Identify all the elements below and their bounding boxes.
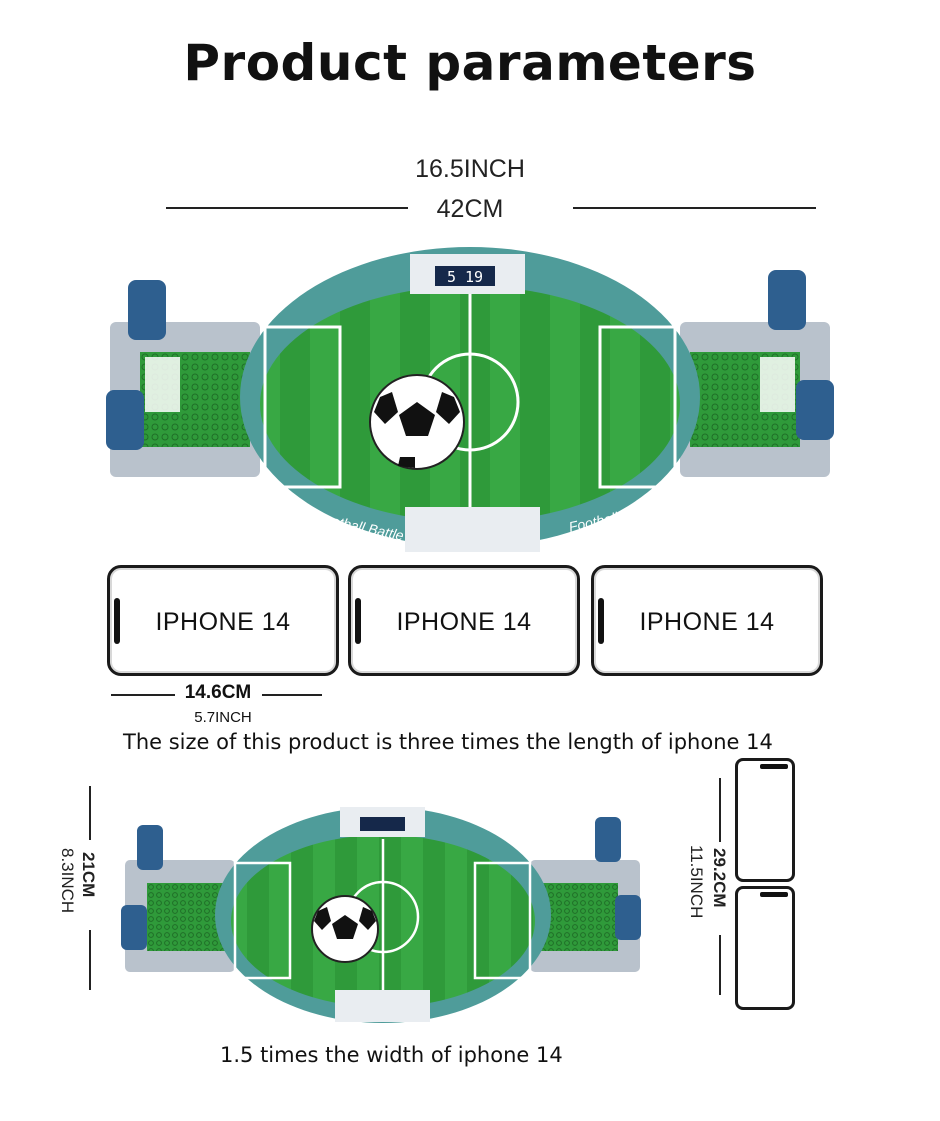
side-dimension-line-bottom — [89, 930, 91, 990]
side-dimension-inch: 8.3INCH — [58, 848, 77, 914]
side-dimension-line-top — [89, 786, 91, 840]
phone-width-inch: 11.5INCH — [687, 845, 706, 919]
iphone-outline-1: IPHONE 14 — [107, 565, 339, 676]
phone-notch — [760, 764, 788, 769]
side-dimension-cm: 21CM — [79, 852, 98, 898]
iphone-outline-vertical-1 — [735, 758, 795, 882]
phone-notch — [355, 598, 361, 644]
right-rod-top — [768, 270, 806, 330]
phone-dimension-inch: 5.7INCH — [194, 709, 252, 726]
phone-width-cm: 29.2CM — [710, 848, 729, 908]
iphone-outline-vertical-2 — [735, 886, 795, 1010]
left-rod-bottom — [106, 390, 144, 450]
phone-width-line-top — [719, 778, 721, 842]
bottom-stand — [405, 507, 540, 552]
phone-notch — [114, 598, 120, 644]
width-caption: 1.5 times the width of iphone 14 — [220, 1043, 563, 1067]
top-dimension-cm: 42CM — [436, 195, 504, 223]
phone-dimension-line-right — [262, 694, 322, 696]
top-dimension-inch: 16.5INCH — [415, 155, 525, 183]
length-caption: The size of this product is three times … — [123, 730, 773, 754]
iphone-label-3: IPHONE 14 — [639, 608, 775, 636]
phone-width-line-bottom — [719, 935, 721, 995]
left-rod-top — [128, 280, 166, 340]
football-game-board-small — [121, 807, 641, 1023]
right-rod-bottom — [796, 380, 834, 440]
football-game-board-large: 5 19 Football Battle Football Battle — [106, 247, 834, 552]
iphone-label-2: IPHONE 14 — [396, 608, 532, 636]
phone-notch — [598, 598, 604, 644]
phone-dimension-cm: 14.6CM — [184, 682, 252, 703]
iphone-outline-2: IPHONE 14 — [348, 565, 580, 676]
page-title: Product parameters — [183, 34, 757, 92]
scoreboard-score: 5 19 — [447, 268, 483, 286]
phone-notch — [760, 892, 788, 897]
iphone-outline-3: IPHONE 14 — [591, 565, 823, 676]
iphone-label-1: IPHONE 14 — [155, 608, 291, 636]
top-dimension-line-right — [573, 207, 816, 209]
top-dimension-line-left — [166, 207, 408, 209]
phone-dimension-line-left — [111, 694, 175, 696]
